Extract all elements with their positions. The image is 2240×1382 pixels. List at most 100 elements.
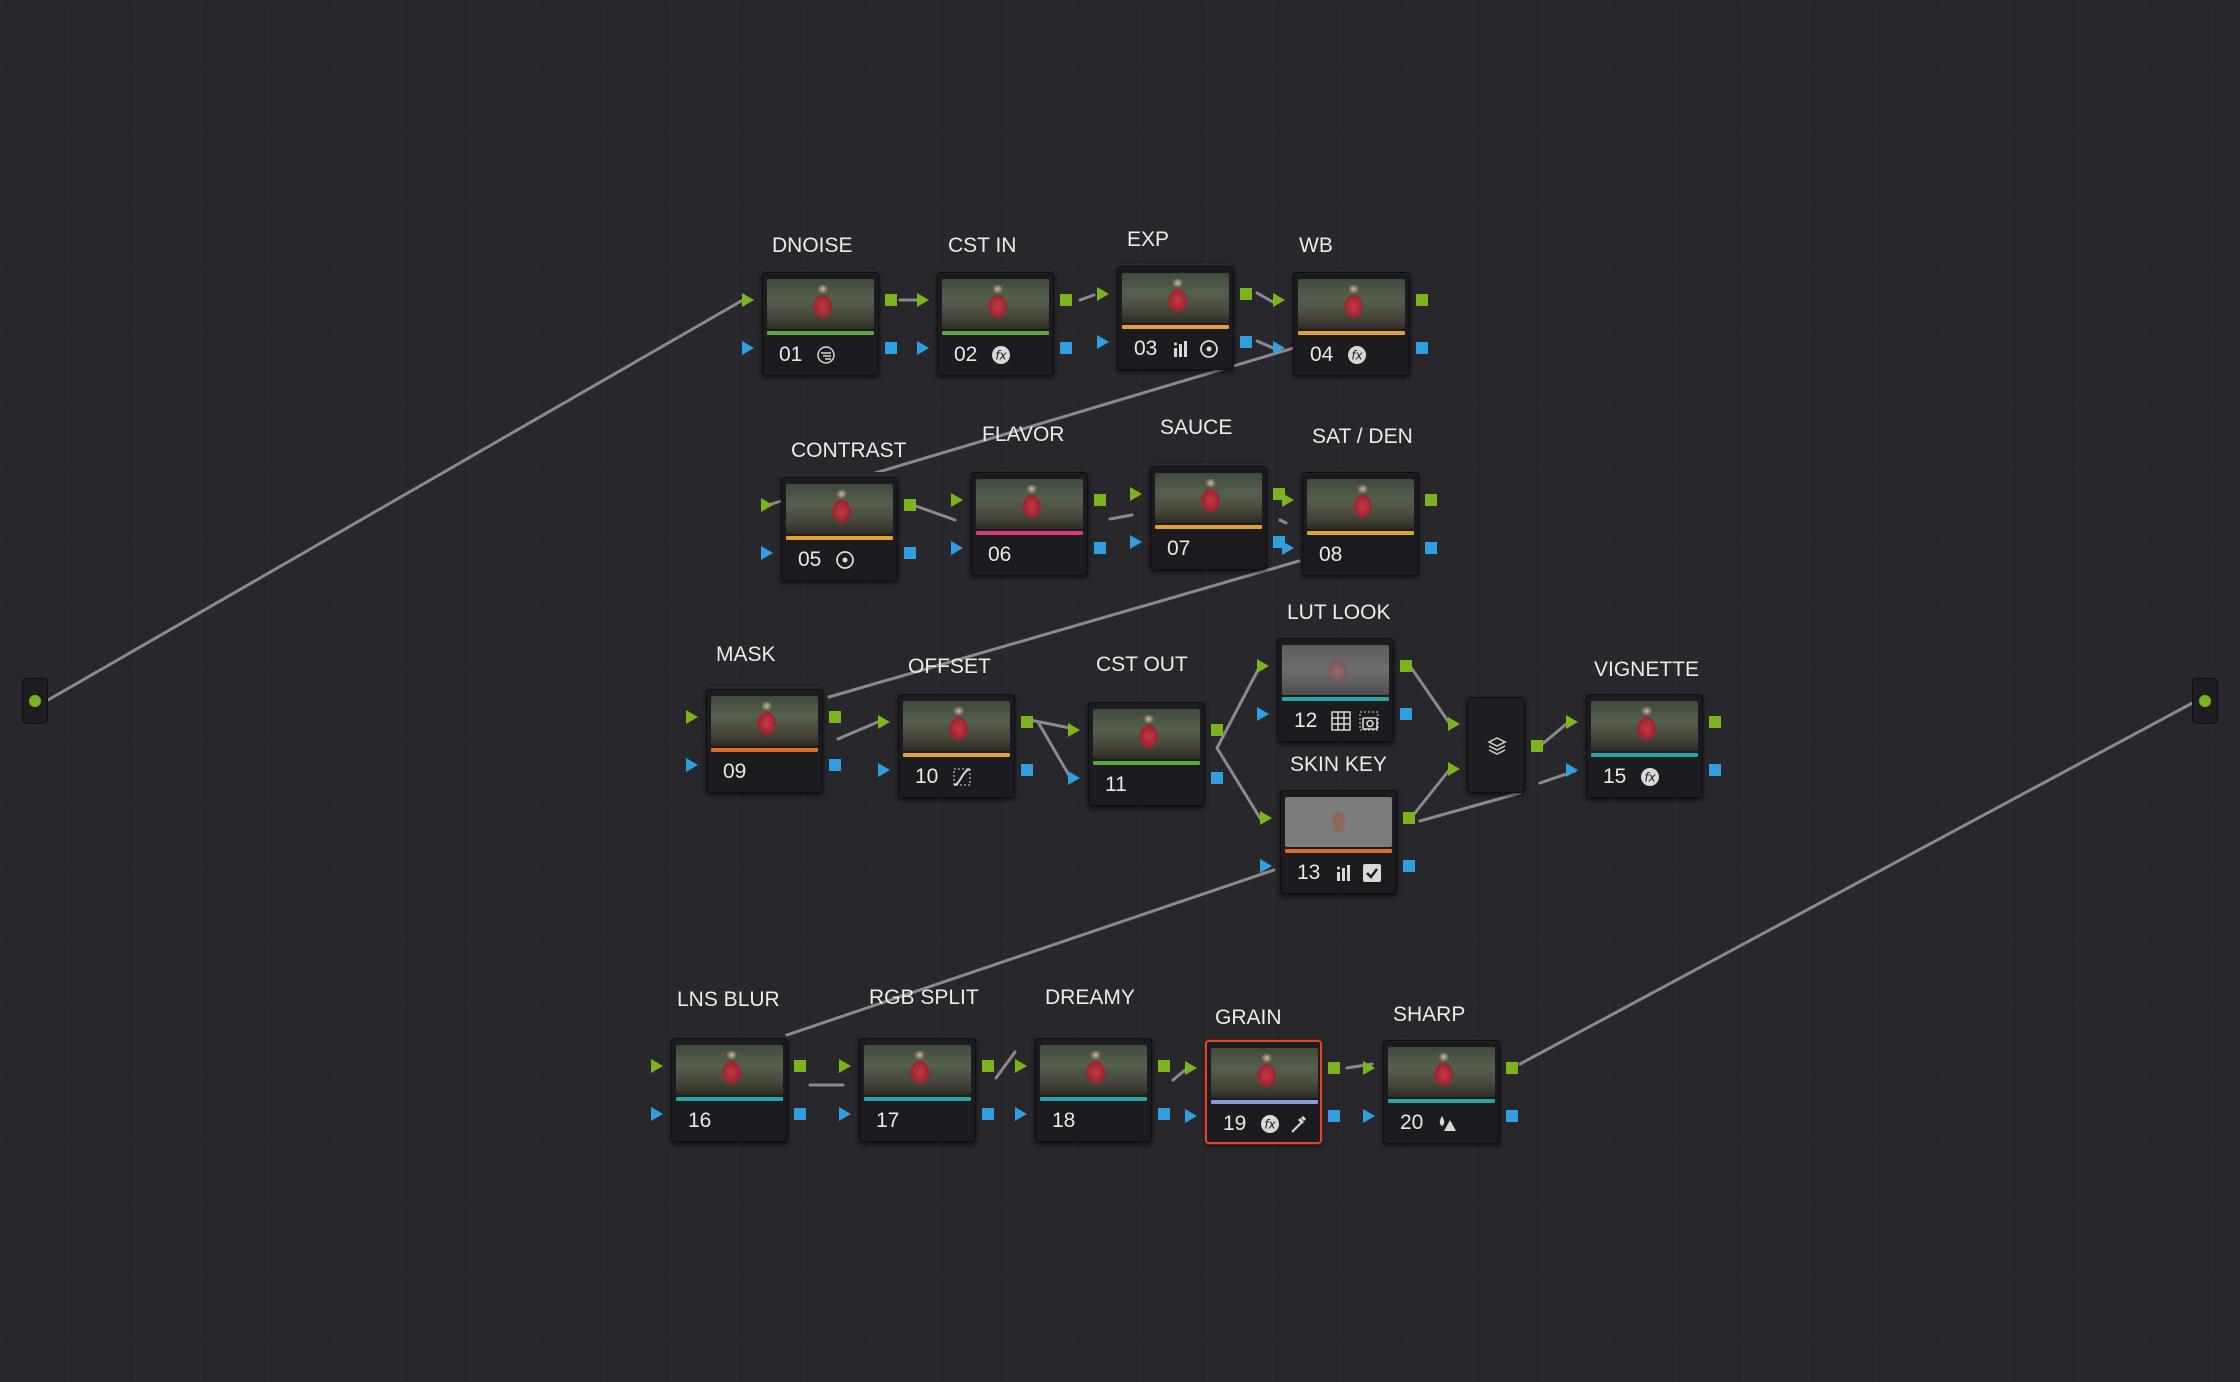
node-label-08[interactable]: SAT / DEN — [1312, 425, 1413, 448]
node-19-alpha-output-port[interactable] — [1328, 1110, 1340, 1122]
node-08-alpha-input-port[interactable] — [1282, 541, 1294, 555]
corrector-node-05[interactable]: 05 — [781, 477, 898, 581]
output-input-port[interactable] — [2199, 695, 2211, 707]
node-label-04[interactable]: WB — [1299, 234, 1333, 257]
node-label-02[interactable]: CST IN — [948, 234, 1017, 257]
node-10-rgb-input-port[interactable] — [878, 715, 890, 729]
corrector-node-13[interactable]: 13 — [1280, 790, 1397, 894]
node-10-rgb-output-port[interactable] — [1021, 716, 1033, 728]
node-10-alpha-input-port[interactable] — [878, 763, 890, 777]
node-label-06[interactable]: FLAVOR — [982, 423, 1065, 446]
node-04-rgb-output-port[interactable] — [1416, 294, 1428, 306]
node-11-rgb-output-port[interactable] — [1211, 724, 1223, 736]
node-09-alpha-output-port[interactable] — [829, 759, 841, 771]
node-label-07[interactable]: SAUCE — [1160, 416, 1233, 439]
node-11-rgb-input-port[interactable] — [1068, 723, 1080, 737]
node-label-18[interactable]: DREAMY — [1045, 986, 1135, 1009]
node-13-alpha-input-port[interactable] — [1260, 859, 1272, 873]
node-08-rgb-input-port[interactable] — [1282, 493, 1294, 507]
corrector-node-03[interactable]: 03 — [1117, 266, 1234, 370]
node-11-alpha-input-port[interactable] — [1068, 771, 1080, 785]
node-15-rgb-input-port[interactable] — [1566, 715, 1578, 729]
node-03-rgb-output-port[interactable] — [1240, 288, 1252, 300]
node-19-rgb-output-port[interactable] — [1328, 1062, 1340, 1074]
node-label-13[interactable]: SKIN KEY — [1290, 753, 1387, 776]
node-11-alpha-output-port[interactable] — [1211, 772, 1223, 784]
node-17-alpha-input-port[interactable] — [839, 1107, 851, 1121]
node-04-alpha-output-port[interactable] — [1416, 342, 1428, 354]
node-01-rgb-output-port[interactable] — [885, 294, 897, 306]
node-06-alpha-input-port[interactable] — [951, 541, 963, 555]
node-16-rgb-input-port[interactable] — [651, 1059, 663, 1073]
node-19-alpha-input-port[interactable] — [1185, 1109, 1197, 1123]
source-output-port[interactable] — [29, 695, 41, 707]
node-20-alpha-input-port[interactable] — [1363, 1109, 1375, 1123]
node-20-alpha-output-port[interactable] — [1506, 1110, 1518, 1122]
node-15-rgb-output-port[interactable] — [1709, 716, 1721, 728]
node-02-alpha-input-port[interactable] — [917, 341, 929, 355]
node-10-alpha-output-port[interactable] — [1021, 764, 1033, 776]
node-18-alpha-output-port[interactable] — [1158, 1108, 1170, 1120]
node-12-alpha-output-port[interactable] — [1400, 708, 1412, 720]
mixer-input-1-port[interactable] — [1448, 717, 1460, 731]
node-label-01[interactable]: DNOISE — [772, 234, 853, 257]
node-06-alpha-output-port[interactable] — [1094, 542, 1106, 554]
output-endpoint[interactable] — [2192, 678, 2218, 724]
node-04-alpha-input-port[interactable] — [1273, 341, 1285, 355]
mixer-input-2-port[interactable] — [1448, 762, 1460, 776]
node-03-alpha-input-port[interactable] — [1097, 335, 1109, 349]
node-08-rgb-output-port[interactable] — [1425, 494, 1437, 506]
corrector-node-20[interactable]: 20 — [1383, 1040, 1500, 1144]
node-19-rgb-input-port[interactable] — [1185, 1061, 1197, 1075]
node-17-rgb-input-port[interactable] — [839, 1059, 851, 1073]
corrector-node-08[interactable]: 08 — [1302, 472, 1419, 576]
node-01-alpha-input-port[interactable] — [742, 341, 754, 355]
corrector-node-06[interactable]: 06 — [971, 472, 1088, 576]
node-06-rgb-output-port[interactable] — [1094, 494, 1106, 506]
node-label-16[interactable]: LNS BLUR — [677, 988, 780, 1011]
node-20-rgb-input-port[interactable] — [1363, 1061, 1375, 1075]
mixer-rgb-output-port[interactable] — [1531, 740, 1543, 752]
node-07-alpha-input-port[interactable] — [1130, 535, 1142, 549]
node-02-alpha-output-port[interactable] — [1060, 342, 1072, 354]
node-09-rgb-input-port[interactable] — [686, 710, 698, 724]
node-18-alpha-input-port[interactable] — [1015, 1107, 1027, 1121]
node-label-20[interactable]: SHARP — [1393, 1003, 1466, 1026]
node-17-alpha-output-port[interactable] — [982, 1108, 994, 1120]
node-label-05[interactable]: CONTRAST — [791, 439, 907, 462]
node-label-19[interactable]: GRAIN — [1215, 1006, 1282, 1029]
node-12-rgb-output-port[interactable] — [1400, 660, 1412, 672]
node-13-rgb-input-port[interactable] — [1260, 811, 1272, 825]
node-09-alpha-input-port[interactable] — [686, 758, 698, 772]
node-13-rgb-output-port[interactable] — [1403, 812, 1415, 824]
node-label-03[interactable]: EXP — [1127, 228, 1170, 251]
node-18-rgb-output-port[interactable] — [1158, 1060, 1170, 1072]
node-label-12[interactable]: LUT LOOK — [1287, 601, 1391, 624]
corrector-node-12[interactable]: 12 — [1277, 638, 1394, 742]
node-17-rgb-output-port[interactable] — [982, 1060, 994, 1072]
node-05-alpha-input-port[interactable] — [761, 546, 773, 560]
node-01-alpha-output-port[interactable] — [885, 342, 897, 354]
node-label-17[interactable]: RGB SPLIT — [869, 986, 979, 1009]
corrector-node-10[interactable]: 10 — [898, 694, 1015, 798]
corrector-node-16[interactable]: 16 — [671, 1038, 788, 1142]
node-05-rgb-output-port[interactable] — [904, 499, 916, 511]
node-label-09[interactable]: MASK — [716, 643, 776, 666]
node-08-alpha-output-port[interactable] — [1425, 542, 1437, 554]
corrector-node-17[interactable]: 17 — [859, 1038, 976, 1142]
node-05-rgb-input-port[interactable] — [761, 498, 773, 512]
node-03-rgb-input-port[interactable] — [1097, 287, 1109, 301]
node-18-rgb-input-port[interactable] — [1015, 1059, 1027, 1073]
node-20-rgb-output-port[interactable] — [1506, 1062, 1518, 1074]
node-06-rgb-input-port[interactable] — [951, 493, 963, 507]
node-15-alpha-input-port[interactable] — [1566, 763, 1578, 777]
node-label-11[interactable]: CST OUT — [1096, 653, 1188, 676]
corrector-node-11[interactable]: 11 — [1088, 702, 1205, 806]
node-02-rgb-output-port[interactable] — [1060, 294, 1072, 306]
layer-mixer-node[interactable] — [1467, 697, 1525, 793]
node-07-rgb-input-port[interactable] — [1130, 487, 1142, 501]
node-03-alpha-output-port[interactable] — [1240, 336, 1252, 348]
